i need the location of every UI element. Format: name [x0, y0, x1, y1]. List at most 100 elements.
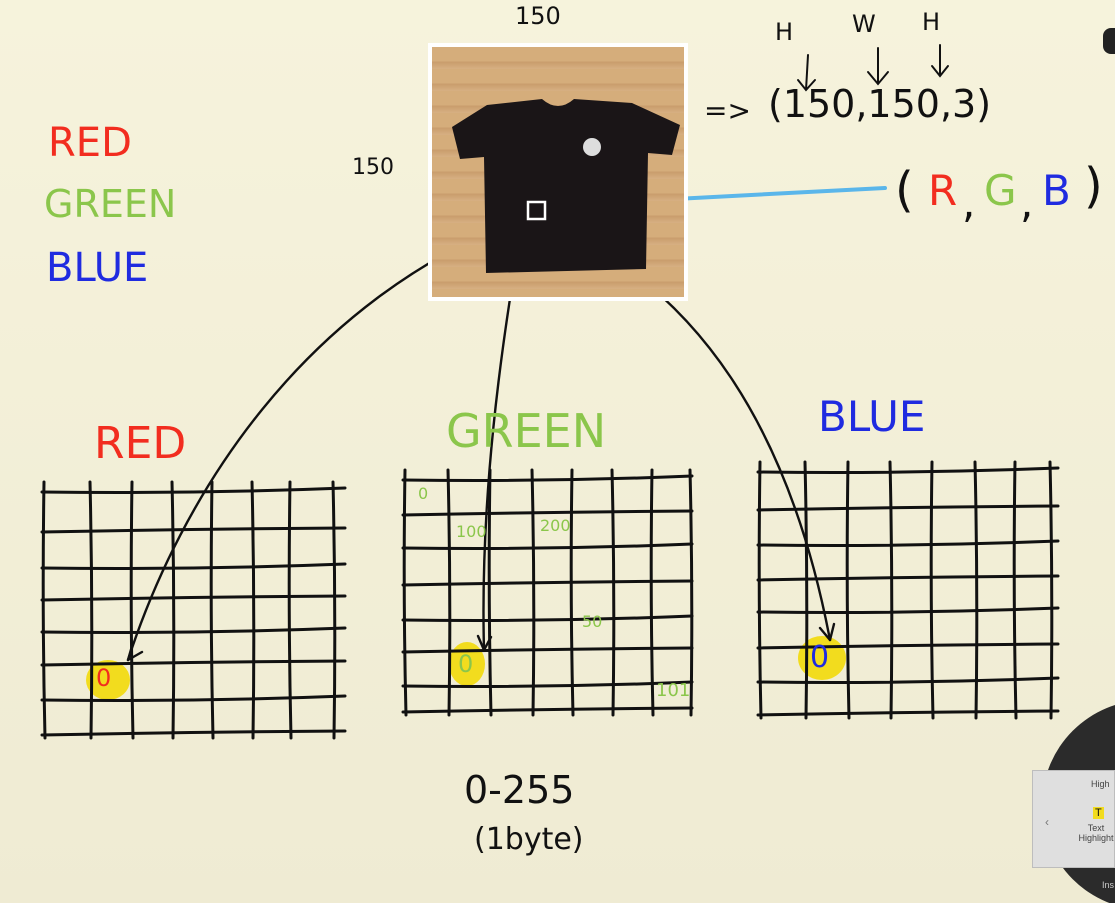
blue-grid-row-line: [756, 574, 1060, 582]
arrow-head-red: [126, 644, 144, 662]
tuple-comma-1: ,: [962, 178, 976, 227]
highlighter-label: High: [1091, 779, 1110, 789]
tuple-b: B: [1042, 166, 1071, 215]
blue-grid-col-line: [803, 460, 809, 720]
red-cell-value: 0: [96, 664, 112, 692]
red-grid-col-line: [331, 480, 337, 740]
blue-grid-col-line: [1012, 460, 1018, 720]
green-grid-col-line: [569, 468, 575, 717]
legend-green: GREEN: [44, 182, 177, 226]
tool-panel[interactable]: High T Text Highlight ‹: [1032, 770, 1115, 868]
green-grid-row-line: [401, 614, 694, 622]
green-grid-col-line: [402, 468, 408, 717]
blue-grid-col-line: [757, 460, 763, 720]
red-grid-col-line: [129, 480, 135, 740]
tshirt-shape: [452, 99, 680, 273]
green-channel-title: GREEN: [446, 404, 607, 458]
axis-w-label: W: [852, 10, 876, 38]
green-grid-col-line: [610, 468, 616, 717]
blue-grid-row-line: [756, 642, 1060, 650]
tuple-r: R: [928, 166, 958, 215]
arrow-head-green: [476, 634, 493, 652]
tuple-close-paren: ): [1084, 158, 1103, 214]
blue-grid: [756, 460, 1060, 720]
blue-grid-col-line: [973, 460, 979, 720]
green-value-101: 101: [656, 680, 691, 701]
green-grid-row-line: [401, 706, 694, 714]
green-grid: [401, 468, 694, 717]
width-label: 150: [515, 2, 561, 30]
blue-grid-row-line: [756, 466, 1060, 474]
tuple-open-paren: (: [895, 162, 914, 218]
selected-pixel-box: [526, 200, 547, 221]
tuple-g: G: [984, 166, 1017, 215]
shape-value: (150,150,3): [768, 82, 992, 126]
red-grid-row-line: [40, 626, 347, 634]
green-grid-row-line: [401, 509, 694, 517]
blue-grid-col-line: [1048, 460, 1054, 720]
blue-grid-col-line: [929, 460, 935, 720]
height-label: 150: [352, 155, 394, 180]
blue-channel-title: BLUE: [818, 392, 926, 441]
red-grid-col-line: [88, 480, 94, 740]
insert-label: Ins: [1102, 880, 1115, 890]
green-grid-row-line: [401, 474, 694, 482]
blue-grid-row-line: [756, 606, 1060, 614]
red-channel-title: RED: [94, 418, 187, 469]
red-grid-row-line: [40, 729, 347, 737]
red-grid-row-line: [40, 562, 347, 570]
red-grid-col-line: [287, 480, 293, 740]
green-cell-highlight: [449, 642, 485, 686]
chevron-left-icon[interactable]: ‹: [1045, 815, 1049, 829]
blue-grid-col-line: [888, 460, 894, 720]
tuple-comma-2: ,: [1020, 178, 1034, 227]
legend-blue: BLUE: [46, 245, 149, 291]
arrow-w: [867, 47, 889, 86]
red-grid-col-line: [250, 480, 256, 740]
green-grid-col-line: [688, 468, 694, 717]
range-note: (1byte): [474, 822, 584, 857]
green-grid-row-line: [401, 646, 694, 654]
green-grid-row-line: [401, 680, 694, 688]
red-grid-row-line: [40, 659, 347, 667]
shape-arrow: =>: [704, 94, 751, 127]
red-cell-highlight: [86, 660, 130, 700]
arrow-head-blue: [818, 622, 836, 642]
blue-grid-row-line: [756, 676, 1060, 684]
green-grid-col-line: [530, 468, 536, 717]
red-grid-col-line: [41, 480, 47, 740]
green-value-200: 200: [540, 516, 571, 535]
blue-cell-value: 0: [810, 640, 830, 675]
green-grid-row-line: [401, 579, 694, 587]
green-value-100: 100: [456, 522, 487, 541]
red-grid: [40, 480, 347, 740]
text-highlight-label: Text Highlight: [1078, 823, 1114, 843]
green-value-50: 50: [582, 612, 603, 631]
toolbar-tab[interactable]: [1103, 28, 1115, 54]
green-cell-value: 0: [458, 650, 474, 678]
radial-tool-widget[interactable]: High T Text Highlight ‹ Ins: [1032, 700, 1115, 903]
red-grid-row-line: [40, 526, 347, 534]
axis-c-label: H: [922, 8, 941, 36]
blue-grid-row-line: [756, 504, 1060, 512]
blue-grid-col-line: [845, 460, 851, 720]
axis-h-label: H: [775, 18, 794, 46]
green-grid-col-line: [487, 468, 493, 717]
red-grid-row-line: [40, 594, 347, 602]
legend-red: RED: [48, 120, 132, 166]
blue-grid-row-line: [756, 709, 1060, 717]
blue-grid-row-line: [756, 539, 1060, 547]
green-grid-col-line: [649, 468, 655, 717]
green-grid-col-line: [446, 468, 452, 717]
green-grid-row-line: [401, 542, 694, 550]
arrow-c: [931, 44, 949, 78]
red-grid-row-line: [40, 694, 347, 702]
red-grid-row-line: [40, 486, 347, 494]
tshirt-photo: [428, 43, 688, 301]
red-grid-col-line: [209, 480, 215, 740]
green-value-0: 0: [418, 484, 429, 503]
arrow-h: [797, 54, 816, 92]
red-grid-col-line: [170, 480, 176, 740]
text-highlight-icon[interactable]: T: [1093, 807, 1104, 819]
